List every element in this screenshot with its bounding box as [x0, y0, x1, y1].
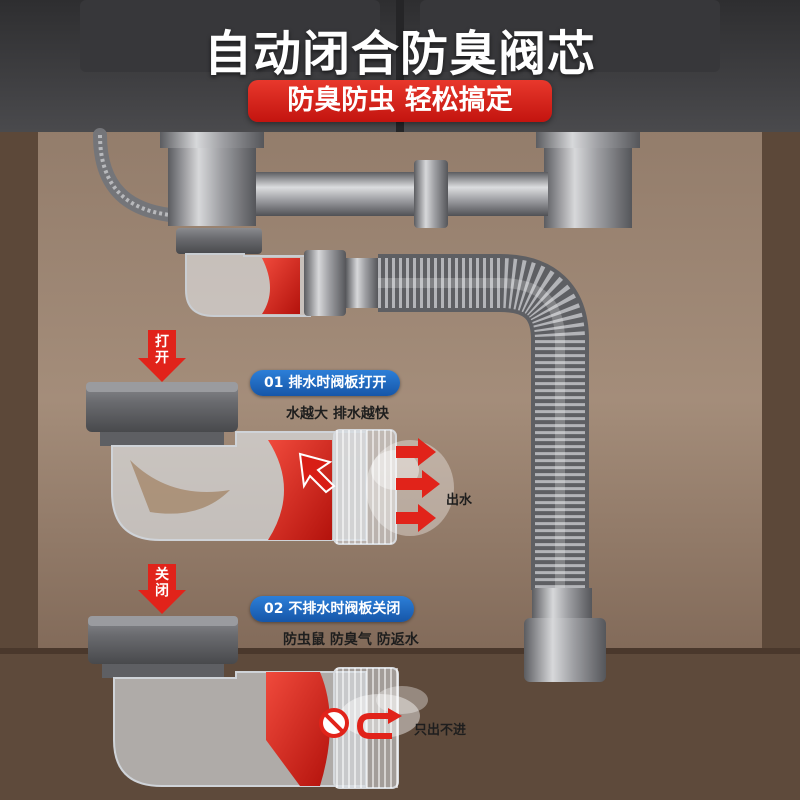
closed-arrow-label-char: 闭: [155, 583, 169, 599]
open-state-pill: 01 排水时阀板打开: [250, 370, 401, 396]
u-turn-arrow-icon: [356, 713, 392, 739]
right-arrow-icon: [396, 470, 440, 498]
right-arrow-icon: [396, 504, 436, 532]
closed-state-note: 防虫鼠 防臭气 防返水: [283, 632, 419, 648]
tagline-banner: 防臭防虫 轻松搞定: [248, 80, 552, 122]
closed-arrow-label: 关 闭: [143, 567, 181, 599]
open-arrow-label: 打 开: [143, 334, 181, 366]
closed-valve-illustration: [88, 616, 428, 789]
outflow-label: 出水: [446, 493, 473, 508]
no-entry-icon: [319, 708, 349, 738]
down-arrow-icon: [138, 564, 186, 614]
right-arrow-icon: [396, 438, 436, 466]
down-arrow-icon: [138, 330, 186, 382]
open-arrow-label-char: 打: [155, 334, 169, 350]
one-way-label: 只出不进: [414, 723, 467, 738]
closed-arrow-label-char: 关: [155, 567, 169, 583]
open-valve-illustration: [86, 382, 454, 545]
open-arrow-label-char: 开: [155, 350, 169, 366]
closed-state-pill: 02 不排水时阀板关闭: [250, 596, 415, 622]
open-state-note: 水越大 排水越快: [286, 406, 389, 422]
headline: 自动闭合防臭阀芯: [203, 26, 596, 82]
